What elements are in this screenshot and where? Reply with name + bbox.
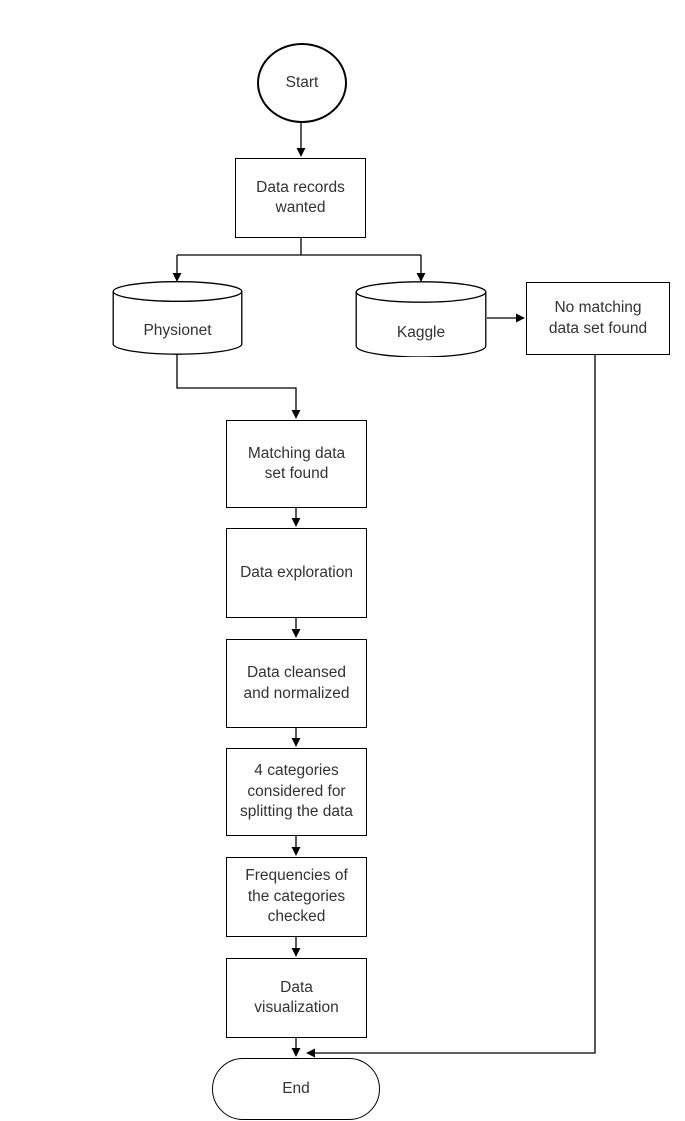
node-data-visualization[interactable]: Data visualization bbox=[226, 958, 367, 1038]
node-kaggle-label: Kaggle bbox=[396, 323, 446, 341]
node-data-exploration-label: Data exploration bbox=[240, 563, 353, 581]
node-data-cleansed-and-normalized-label: Data cleansed and normalized bbox=[243, 664, 350, 702]
node-frequencies-checked[interactable]: Frequencies of the categories checked bbox=[226, 857, 367, 937]
node-start[interactable]: Start bbox=[257, 43, 347, 123]
database-cylinder-icon bbox=[355, 281, 487, 357]
node-matching-data-set-found-label: Matching data set found bbox=[247, 444, 346, 482]
node-no-matching-data-set-found[interactable]: No matching data set found bbox=[526, 282, 670, 355]
node-data-visualization-label: Data visualization bbox=[254, 978, 339, 1016]
database-cylinder-icon bbox=[112, 281, 243, 355]
node-physionet[interactable]: Physionet bbox=[112, 281, 243, 355]
node-end[interactable]: End bbox=[212, 1058, 380, 1120]
node-data-exploration[interactable]: Data exploration bbox=[226, 528, 367, 618]
node-physionet-label: Physionet bbox=[143, 321, 212, 339]
node-four-categories[interactable]: 4 categories considered for splitting th… bbox=[226, 748, 367, 836]
node-kaggle[interactable]: Kaggle bbox=[355, 281, 487, 357]
node-end-label: End bbox=[282, 1079, 310, 1097]
node-matching-data-set-found[interactable]: Matching data set found bbox=[226, 420, 367, 508]
node-start-label: Start bbox=[285, 73, 319, 91]
node-data-records-wanted-label: Data records wanted bbox=[256, 178, 345, 216]
node-frequencies-checked-label: Frequencies of the categories checked bbox=[245, 867, 348, 926]
edge-physionet-to-matching bbox=[176, 353, 301, 419]
node-no-matching-data-set-found-label: No matching data set found bbox=[548, 299, 648, 337]
edge-no-matching-to-end bbox=[306, 355, 596, 1058]
node-data-cleansed-and-normalized[interactable]: Data cleansed and normalized bbox=[226, 639, 367, 728]
node-four-categories-label: 4 categories considered for splitting th… bbox=[240, 762, 353, 821]
node-data-records-wanted[interactable]: Data records wanted bbox=[235, 158, 366, 238]
